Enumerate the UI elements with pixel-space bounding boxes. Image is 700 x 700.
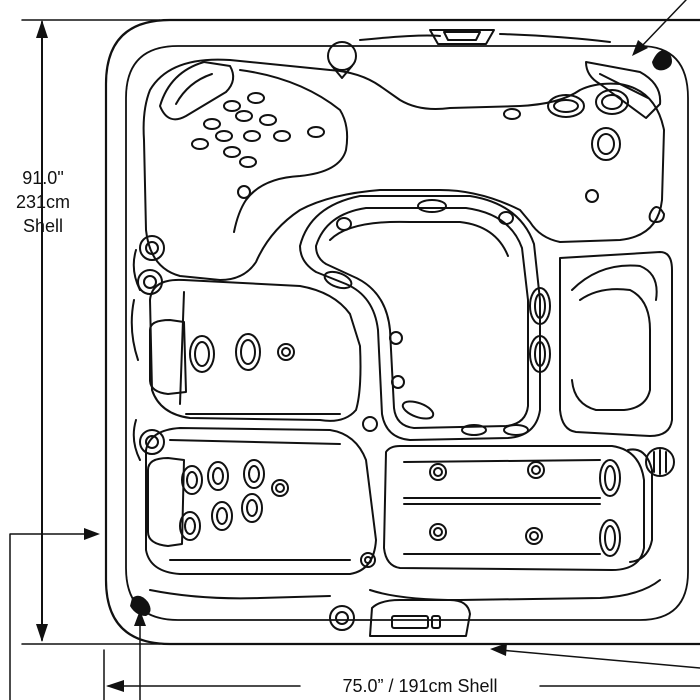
width-dimension-text: 75.0” / 191cm Shell — [342, 676, 498, 696]
height-metric-value: 231cm — [15, 192, 71, 212]
jets-footwell — [323, 199, 529, 436]
tub-shell-outline — [104, 18, 700, 646]
dark-corner-drains — [130, 50, 672, 616]
jets-left-bottom-seat — [179, 459, 376, 568]
height-shell-label: Shell — [22, 216, 64, 236]
height-imperial-value: 91.0" — [22, 168, 64, 188]
jets-bottom-right-seats — [429, 459, 621, 557]
height-dimension-line — [21, 19, 161, 645]
fixtures — [137, 29, 675, 637]
jets-left-middle-seat — [189, 333, 295, 373]
jets-top-right-cluster — [503, 89, 629, 203]
jets-top-left-cluster — [191, 92, 325, 199]
jets-right-lounger — [529, 287, 551, 373]
width-dimension-label: 75.0” / 191cm Shell — [300, 674, 540, 698]
corner-callout-arrows — [9, 0, 700, 700]
headrests — [147, 61, 662, 563]
height-dimension-label: 91.0" 231cm Shell — [2, 166, 84, 238]
